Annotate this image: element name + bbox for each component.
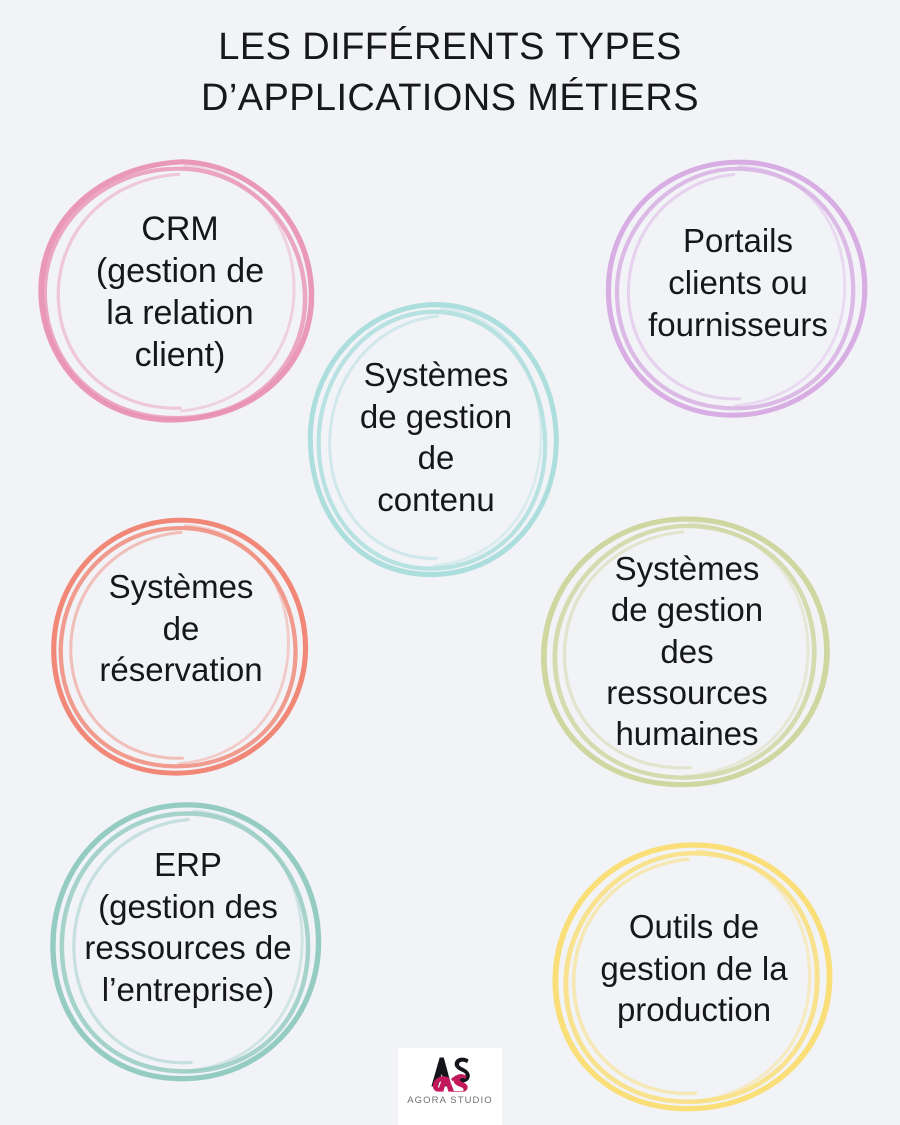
bubble-crm[interactable]: CRM (gestion de la relation client): [28, 152, 332, 432]
bubble-hr-label: Systèmes de gestion des ressources humai…: [606, 550, 768, 752]
page-title: LES DIFFÉRENTS TYPES D’APPLICATIONS MÉTI…: [0, 22, 900, 123]
page-title-line-2: D’APPLICATIONS MÉTIERS: [201, 76, 699, 119]
agora-studio-logo: AGORA STUDIO: [398, 1048, 502, 1125]
bubble-erp[interactable]: ERP (gestion des ressources de l’entrepr…: [38, 796, 338, 1092]
as-monogram-icon: [431, 1057, 470, 1092]
bubble-cms-label: Systèmes de gestion de contenu: [359, 356, 513, 518]
bubble-erp-label: ERP (gestion des ressources de l’entrepr…: [84, 846, 292, 1008]
bubble-booking-label: Systèmes de réservation: [99, 568, 263, 689]
bubble-production[interactable]: Outils de gestion de la production: [540, 838, 848, 1120]
bubble-crm-label: CRM (gestion de la relation client): [95, 210, 265, 375]
logo-wordmark: AGORA STUDIO: [407, 1095, 493, 1106]
bubble-hr[interactable]: Systèmes de gestion des ressources humai…: [528, 512, 846, 796]
bubble-portals-label: Portails clients ou fournisseurs: [648, 222, 828, 344]
bubble-production-label: Outils de gestion de la production: [600, 908, 788, 1029]
bubble-booking[interactable]: Systèmes de réservation: [38, 512, 324, 784]
page-title-line-1: LES DIFFÉRENTS TYPES: [218, 26, 682, 68]
bubble-portals[interactable]: Portails clients ou fournisseurs: [594, 154, 882, 426]
